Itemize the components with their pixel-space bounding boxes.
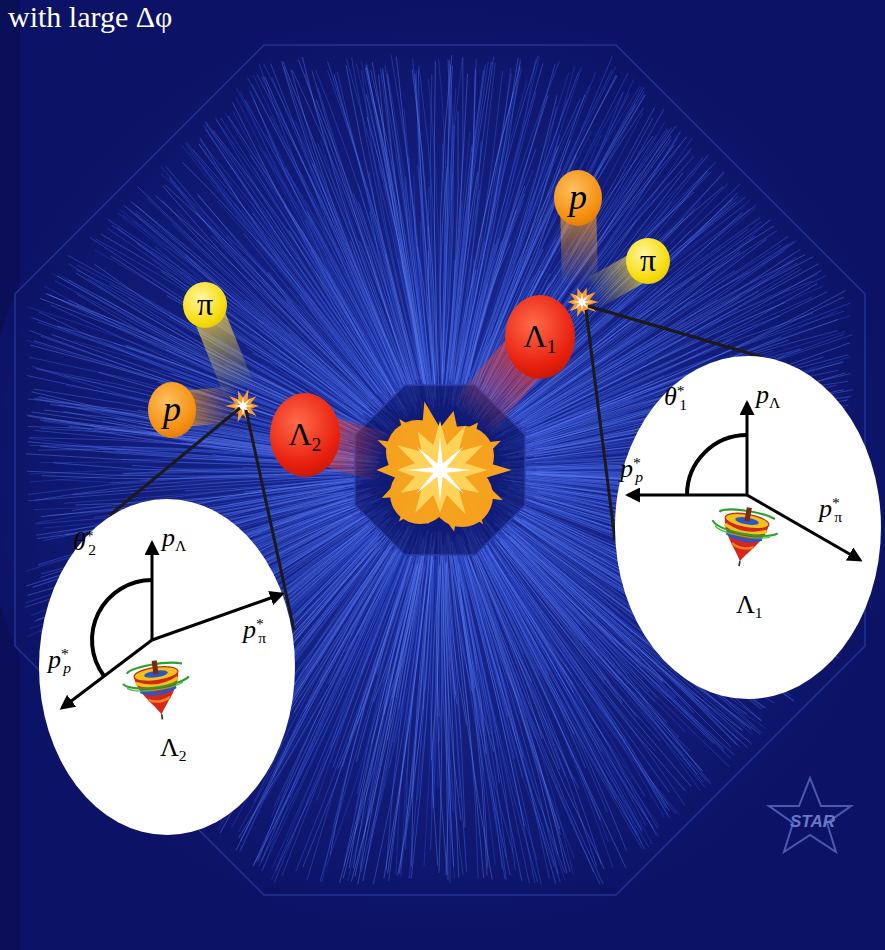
- glyph: 1: [679, 396, 687, 413]
- particle-circle: π: [626, 238, 670, 284]
- axis-label: pΛ: [162, 524, 186, 553]
- watermark: STAR: [790, 812, 835, 832]
- glyph: π: [197, 286, 213, 322]
- glyph: Λ: [160, 733, 179, 762]
- spin-inset: θ*2pΛp*pp*πΛ2: [38, 498, 296, 836]
- particle-circle: p: [148, 382, 196, 438]
- glyph: p: [63, 659, 71, 676]
- spin-inset: θ*1pΛp*pp*πΛ1: [614, 355, 882, 700]
- glyph: θ: [73, 527, 86, 556]
- glyph: Λ: [175, 537, 186, 554]
- burst: [572, 292, 592, 312]
- burst: [407, 436, 471, 501]
- glyph: p: [819, 494, 832, 523]
- glyph: π: [834, 508, 842, 525]
- glyph: p: [243, 615, 256, 644]
- axis-label: pΛ: [756, 381, 780, 410]
- inset-circle: [614, 355, 882, 700]
- glyph: 1: [547, 336, 557, 357]
- axis-label: Λ1: [736, 591, 763, 620]
- glyph: π: [258, 629, 266, 646]
- glyph: 2: [312, 434, 322, 455]
- glyph: Λ: [736, 590, 755, 619]
- particle-circle: Λ1: [505, 295, 575, 379]
- particle-label: Λ1: [524, 319, 557, 354]
- axis-label: p*p: [620, 455, 643, 484]
- axis-label: θ*1: [664, 383, 687, 412]
- glyph: p: [756, 380, 769, 409]
- star-logo: [769, 778, 851, 852]
- glyph: π: [640, 242, 656, 278]
- particle-label: π: [197, 287, 213, 322]
- particle-circle: p: [554, 170, 602, 226]
- glyph: p: [635, 468, 643, 485]
- glyph: θ: [664, 382, 677, 411]
- glyph: p: [162, 523, 175, 552]
- glyph: p: [163, 389, 181, 429]
- axis-label: p*π: [243, 616, 266, 645]
- glyph: p: [569, 177, 587, 217]
- particle-label: Λ2: [289, 417, 322, 452]
- particle-label: π: [640, 243, 656, 278]
- glyph: Λ: [524, 318, 547, 354]
- burst: [567, 288, 598, 318]
- glyph: Λ: [289, 416, 312, 452]
- axis-label: θ*2: [73, 528, 96, 557]
- glyph: 1: [755, 604, 763, 621]
- burst: [397, 421, 487, 514]
- particle-label: p: [163, 390, 181, 430]
- glyph: 2: [88, 541, 96, 558]
- axis-label: p*π: [819, 495, 842, 524]
- axis-label: Λ2: [160, 734, 187, 763]
- glyph: p: [620, 454, 633, 483]
- burst: [377, 402, 512, 532]
- slide-title: with large Δφ: [8, 0, 172, 33]
- glyph: p: [48, 645, 61, 674]
- glyph: 2: [179, 747, 187, 764]
- particle-circle: π: [183, 282, 227, 328]
- axis-label: p*p: [48, 646, 71, 675]
- particle-label: p: [569, 178, 587, 218]
- glyph: Λ: [769, 394, 780, 411]
- particle-circle: Λ2: [270, 393, 340, 477]
